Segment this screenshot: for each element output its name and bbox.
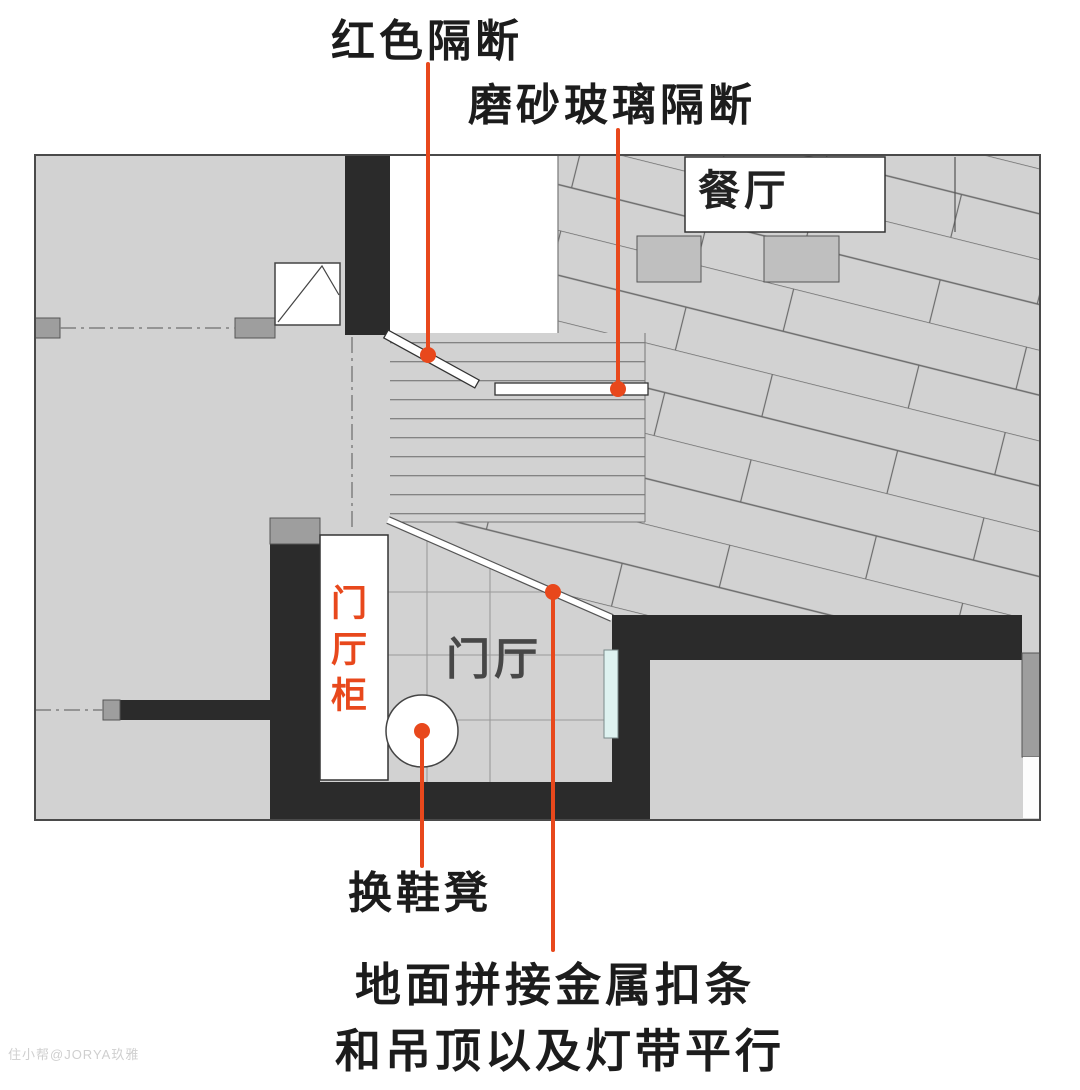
shoe-stool-label: 换鞋凳 (348, 869, 492, 918)
red-partition-label: 红色隔断 (331, 17, 523, 66)
dining-chair (763, 235, 840, 283)
door-swing (274, 262, 341, 326)
entry-cabinet (319, 534, 389, 781)
dining-table (684, 156, 886, 233)
right-edge-opening (1023, 757, 1039, 818)
metal-strip-label-line1: 地面拼接金属扣条 (355, 959, 755, 1011)
metal-strip-label-line2: 和吊顶以及灯带平行 (335, 1025, 785, 1077)
leader-lines (414, 62, 626, 952)
watermark: 住小帮@JORYA玖雅 (8, 1047, 140, 1062)
frosted-glass-partition-shape (494, 382, 649, 396)
wall-glass-slot (603, 649, 619, 739)
frosted-glass-partition-label: 磨砂玻璃隔断 (468, 81, 756, 130)
dining-chair (636, 235, 702, 283)
metal-buckle-strip (386, 516, 614, 622)
section-lines (35, 327, 353, 711)
dining-room-label: 餐厅 (698, 167, 791, 214)
foyer-label: 门厅 (446, 635, 542, 684)
entry-opening (390, 155, 558, 333)
plan-outer-border (34, 154, 1041, 821)
foyer-cabinet-label: 门厅柜 (326, 584, 367, 722)
walls (120, 155, 1022, 820)
wall-blocks (34, 317, 1041, 758)
